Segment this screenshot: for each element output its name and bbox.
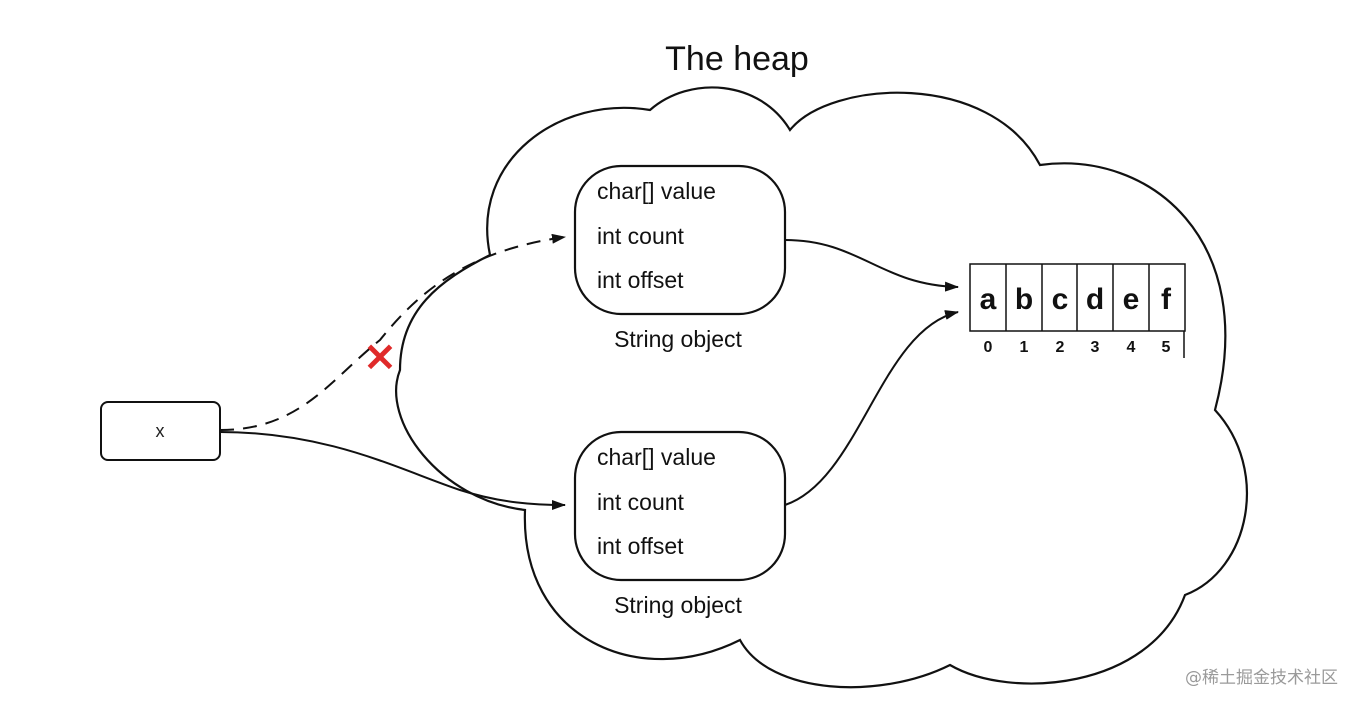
string-object-1-field-count: int count — [597, 223, 685, 249]
char-cell-3: d — [1086, 283, 1104, 316]
value-arrow-2 — [784, 310, 959, 506]
char-cell-1: b — [1015, 283, 1033, 316]
char-cell-2: c — [1052, 283, 1069, 316]
index-label-0: 0 — [984, 339, 993, 356]
watermark: @稀土掘金技术社区 — [1185, 668, 1338, 688]
removed-reference-arrow — [219, 233, 566, 431]
index-label-5: 5 — [1162, 339, 1171, 356]
char-cell-5: f — [1161, 283, 1172, 316]
removed-reference-cross: × — [362, 331, 397, 380]
index-label-2: 2 — [1056, 339, 1065, 356]
index-label-1: 1 — [1020, 339, 1029, 356]
variable-label: x — [156, 421, 165, 441]
char-cell-0: a — [980, 283, 997, 316]
string-object-1-field-offset: int offset — [597, 267, 684, 293]
string-object-2-field-count: int count — [597, 489, 685, 515]
string-object-2-field-value: char[] value — [597, 444, 716, 470]
value-arrow-1 — [784, 239, 959, 292]
index-label-4: 4 — [1127, 339, 1136, 356]
string-object-2-field-offset: int offset — [597, 533, 684, 559]
string-object-1: char[] value int count int offset String… — [573, 164, 787, 352]
heap-title: The heap — [665, 40, 809, 78]
index-label-3: 3 — [1091, 339, 1100, 356]
string-object-1-caption: String object — [614, 326, 742, 352]
string-object-2-caption: String object — [614, 592, 742, 618]
char-cell-4: e — [1123, 283, 1140, 316]
string-object-2-box — [573, 430, 787, 582]
string-object-2: char[] value int count int offset String… — [573, 430, 787, 618]
heap-cloud — [395, 86, 1248, 689]
char-array: a b c d e f 0 1 2 3 4 5 — [969, 263, 1186, 358]
string-object-1-field-value: char[] value — [597, 178, 716, 204]
current-reference-arrow — [219, 431, 566, 510]
